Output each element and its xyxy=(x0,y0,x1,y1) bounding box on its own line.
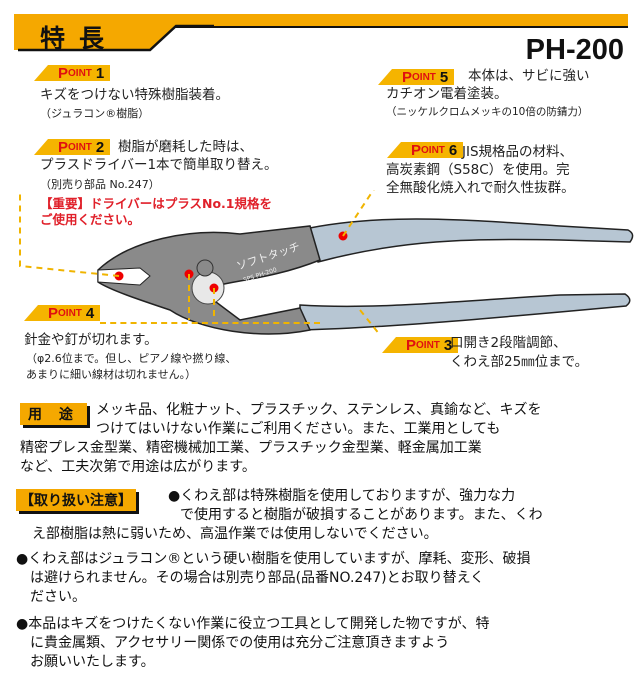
header-title-shape xyxy=(14,14,214,52)
caution-label: 【取り扱い注意】 xyxy=(16,489,136,511)
caution-line-2: で使用すると樹脂が破損することがあります。また、くわ xyxy=(180,507,543,523)
usage-line-2: つけてはいけない作業にご利用ください。また、工業用としても xyxy=(96,421,501,437)
point-4-leader xyxy=(100,322,320,324)
model-number: PH-200 xyxy=(525,34,624,66)
caution-line-5: は避けられません。その場合は別売り部品(品番NO.247)とお取り替えく xyxy=(30,570,485,586)
point-2-text-2: プラスドライバー1本で簡単取り替え。 xyxy=(40,157,278,173)
point-2-text-1: 樹脂が磨耗した時は、 xyxy=(118,139,253,155)
point-3-text-2: くわえ部25㎜位まで。 xyxy=(450,354,589,370)
point-5-text-2: カチオン電着塗装。 xyxy=(386,86,508,102)
point-4-sub-2: あまりに細い線材は切れません。） xyxy=(26,368,197,381)
caution-line-3: え部樹脂は熱に弱いため、高温作業では使用しないでください。 xyxy=(32,526,438,542)
usage-label: 用 途 xyxy=(20,403,87,425)
caution-line-4: ●くわえ部はジュラコン®という硬い樹脂を使用していますが、摩耗、変形、破損 xyxy=(16,551,531,567)
point-2-sub: （別売り部品 No.247） xyxy=(40,178,160,191)
usage-line-4: など、工夫次第で用途は広がります。 xyxy=(20,459,256,475)
pliers-illustration: ソフトタッチ SPS PH-200 xyxy=(19,190,634,336)
caution-line-8: に貴金属類、アクセサリー関係での使用は充分ご注意頂きますよう xyxy=(30,635,450,651)
point-2-warning-2: ご使用ください。 xyxy=(40,212,141,227)
point-4-text: 針金や釘が切れます。 xyxy=(24,332,158,348)
point-6-text-1: JIS規格品の材料、 xyxy=(462,144,574,160)
point-3-text-1: 口開き2段階調節、 xyxy=(450,335,567,351)
caution-line-1: ●くわえ部は特殊樹脂を使用しておりますが、強力な力 xyxy=(168,488,516,504)
point-5-text-1: 本体は、サビに強い xyxy=(468,68,590,84)
page-title: 特長 xyxy=(40,24,119,53)
usage-line-3: 精密プレス金型業、精密機械加工業、プラスチック金型業、軽金属加工業 xyxy=(20,440,482,456)
caution-line-6: ださい。 xyxy=(30,589,86,605)
caution-line-7: ●本品はキズをつけたくない作業に役立つ工具として開発した物ですが、特 xyxy=(16,616,490,632)
point-2-warning-1: 【重要】ドライバーはプラスNo.1規格を xyxy=(40,196,272,211)
point-4-sub-1: （φ2.6位まで。但し、ピアノ線や撚り線、 xyxy=(26,352,237,365)
point-1-text: キズをつけない特殊樹脂装着。 xyxy=(40,87,229,103)
point-6-text-2: 高炭素鋼（S58C）を使用。完 xyxy=(386,162,570,178)
caution-line-9: お願いいたします。 xyxy=(30,654,155,670)
point-5-sub: （ニッケルクロムメッキの10倍の防錆力） xyxy=(386,106,589,118)
usage-line-1: メッキ品、化粧ナット、プラスチック、ステンレス、真鍮など、キズを xyxy=(96,402,542,418)
point-1-sub: （ジュラコン®樹脂） xyxy=(40,107,150,120)
point-6-text-3: 全無酸化焼入れで耐久性抜群。 xyxy=(386,180,575,196)
